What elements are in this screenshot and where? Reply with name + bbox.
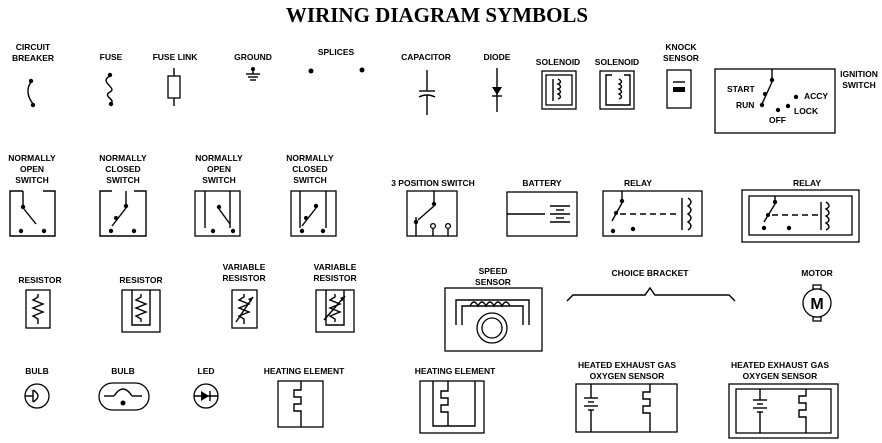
var-resistor-2-label-2: RESISTOR bbox=[313, 273, 356, 283]
diode-label: DIODE bbox=[484, 52, 511, 62]
ignition-switch-label-2: SWITCH bbox=[842, 80, 876, 90]
capacitor-label: CAPACITOR bbox=[401, 52, 451, 62]
speed-sensor-symbol: SPEED SENSOR bbox=[444, 266, 543, 352]
ign-accy-label: ACCY bbox=[804, 91, 828, 101]
heating-element-2-label: HEATING ELEMENT bbox=[415, 366, 496, 376]
oxygen-sensor-symbol-2: HEATED EXHAUST GAS OXYGEN SENSOR bbox=[728, 360, 839, 439]
bulb-symbol-1: BULB bbox=[24, 366, 50, 409]
oxygen-sensor-symbol-1: HEATED EXHAUST GAS OXYGEN SENSOR bbox=[575, 360, 678, 433]
no-switch-2-label-3: SWITCH bbox=[202, 175, 236, 185]
led-label: LED bbox=[198, 366, 215, 376]
fuse-link-label: FUSE LINK bbox=[153, 52, 199, 62]
no-switch-2-label-1: NORMALLY bbox=[195, 153, 243, 163]
bulb-symbol-2: BULB bbox=[98, 366, 150, 411]
o2-sensor-1-label-2: OXYGEN SENSOR bbox=[590, 371, 665, 381]
diode-symbol: DIODE bbox=[484, 52, 511, 112]
circuit-breaker-symbol: CIRCUIT BREAKER bbox=[12, 42, 54, 108]
resistor-2-label: RESISTOR bbox=[119, 275, 162, 285]
no-switch-1-label-3: SWITCH bbox=[15, 175, 49, 185]
circuit-breaker-label-2: BREAKER bbox=[12, 53, 54, 63]
normally-closed-switch-symbol-2: NORMALLY CLOSED SWITCH bbox=[286, 153, 337, 237]
three-position-switch-symbol: 3 POSITION SWITCH bbox=[391, 178, 475, 237]
no-switch-1-label-2: OPEN bbox=[20, 164, 44, 174]
resistor-1-label: RESISTOR bbox=[18, 275, 61, 285]
choice-bracket-label: CHOICE BRACKET bbox=[612, 268, 690, 278]
speed-sensor-label-2: SENSOR bbox=[475, 277, 511, 287]
nc-switch-1-label-2: CLOSED bbox=[105, 164, 140, 174]
ign-lock-label: LOCK bbox=[794, 106, 819, 116]
relay-2-label: RELAY bbox=[793, 178, 821, 188]
fuse-label: FUSE bbox=[100, 52, 123, 62]
nc-switch-2-label-3: SWITCH bbox=[293, 175, 327, 185]
capacitor-symbol: CAPACITOR bbox=[401, 52, 451, 115]
nc-switch-1-label-3: SWITCH bbox=[106, 175, 140, 185]
o2-sensor-2-label-2: OXYGEN SENSOR bbox=[743, 371, 818, 381]
nc-switch-1-label-1: NORMALLY bbox=[99, 153, 147, 163]
motor-symbol: MOTOR M bbox=[801, 268, 833, 322]
choice-bracket-symbol: CHOICE BRACKET bbox=[566, 268, 736, 302]
heating-element-symbol-2: HEATING ELEMENT bbox=[415, 366, 496, 434]
bulb-1-label: BULB bbox=[25, 366, 49, 376]
relay-symbol-2: RELAY bbox=[741, 178, 860, 243]
relay-symbol-1: RELAY bbox=[602, 178, 703, 237]
resistor-symbol-1: RESISTOR bbox=[18, 275, 62, 329]
knock-sensor-label-1: KNOCK bbox=[665, 42, 697, 52]
heating-element-1-label: HEATING ELEMENT bbox=[264, 366, 345, 376]
nc-switch-2-label-1: NORMALLY bbox=[286, 153, 334, 163]
ignition-switch-label-1: IGNITION bbox=[840, 69, 878, 79]
led-symbol: LED bbox=[193, 366, 219, 409]
splices-label: SPLICES bbox=[318, 47, 355, 57]
var-resistor-1-label-1: VARIABLE bbox=[223, 262, 266, 272]
motor-label: MOTOR bbox=[801, 268, 832, 278]
normally-open-switch-symbol-1: NORMALLY OPEN SWITCH bbox=[8, 153, 56, 237]
ground-label: GROUND bbox=[234, 52, 272, 62]
fuse-symbol: FUSE bbox=[100, 52, 123, 107]
ign-start-label: START bbox=[727, 84, 756, 94]
battery-symbol: BATTERY bbox=[506, 178, 578, 237]
splices-symbol: SPLICES bbox=[308, 47, 365, 74]
solenoid-label-1: SOLENOID bbox=[536, 57, 580, 67]
var-resistor-1-label-2: RESISTOR bbox=[222, 273, 265, 283]
speed-sensor-label-1: SPEED bbox=[479, 266, 508, 276]
resistor-symbol-2: RESISTOR bbox=[119, 275, 163, 333]
knock-sensor-symbol: KNOCK SENSOR bbox=[663, 42, 699, 109]
ign-off-label: OFF bbox=[769, 115, 786, 125]
heating-element-symbol-1: HEATING ELEMENT bbox=[264, 366, 345, 428]
relay-1-label: RELAY bbox=[624, 178, 652, 188]
three-pos-switch-label: 3 POSITION SWITCH bbox=[391, 178, 475, 188]
motor-glyph: M bbox=[810, 296, 823, 313]
no-switch-1-label-1: NORMALLY bbox=[8, 153, 56, 163]
ign-run-label: RUN bbox=[736, 100, 754, 110]
var-resistor-2-label-1: VARIABLE bbox=[314, 262, 357, 272]
nc-switch-2-label-2: CLOSED bbox=[292, 164, 327, 174]
o2-sensor-2-label-1: HEATED EXHAUST GAS bbox=[731, 360, 829, 370]
solenoid-label-2: SOLENOID bbox=[595, 57, 639, 67]
variable-resistor-symbol-2: VARIABLE RESISTOR bbox=[313, 262, 357, 333]
variable-resistor-symbol-1: VARIABLE RESISTOR bbox=[222, 262, 266, 329]
ground-symbol: GROUND bbox=[234, 52, 272, 81]
ignition-switch-symbol: IGNITION SWITCH START RUN OFF LOCK ACCY bbox=[714, 68, 878, 134]
circuit-breaker-label-1: CIRCUIT bbox=[16, 42, 51, 52]
page-title: WIRING DIAGRAM SYMBOLS bbox=[286, 3, 588, 27]
o2-sensor-1-label-1: HEATED EXHAUST GAS bbox=[578, 360, 676, 370]
bulb-2-label: BULB bbox=[111, 366, 135, 376]
solenoid-symbol-2: SOLENOID bbox=[595, 57, 639, 110]
battery-label: BATTERY bbox=[522, 178, 562, 188]
normally-open-switch-symbol-2: NORMALLY OPEN SWITCH bbox=[194, 153, 243, 237]
knock-sensor-label-2: SENSOR bbox=[663, 53, 699, 63]
fuse-link-symbol: FUSE LINK bbox=[153, 52, 199, 106]
normally-closed-switch-symbol-1: NORMALLY CLOSED SWITCH bbox=[99, 153, 147, 237]
no-switch-2-label-2: OPEN bbox=[207, 164, 231, 174]
solenoid-symbol-1: SOLENOID bbox=[536, 57, 580, 110]
